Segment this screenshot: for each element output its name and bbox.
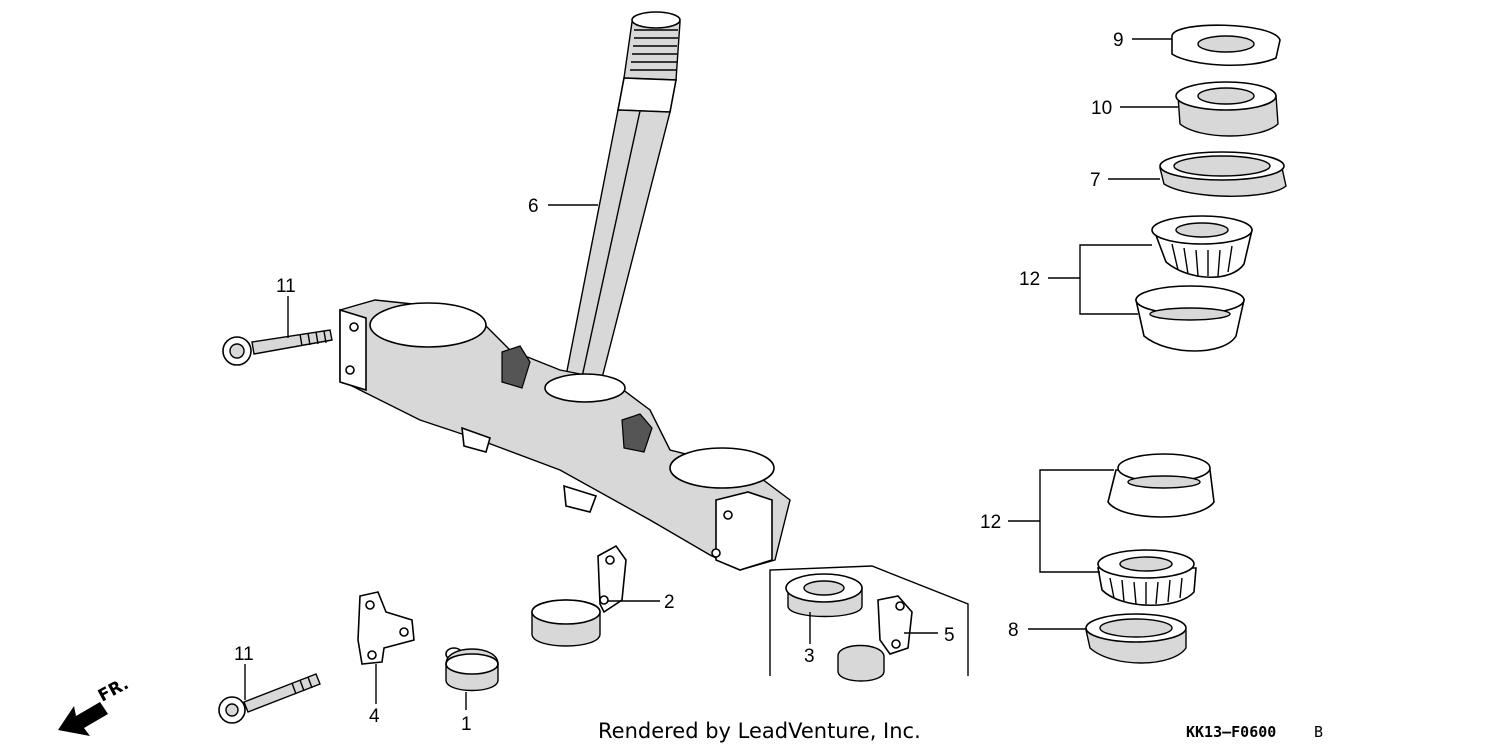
dust-seal-8-part[interactable] — [1085, 613, 1187, 664]
callout-8: 8 — [1008, 620, 1019, 641]
lock-washer-9-part[interactable] — [1171, 24, 1281, 66]
callout-10: 10 — [1091, 98, 1112, 119]
callout-1: 1 — [461, 714, 472, 735]
bearing-set-lower-12-part[interactable] — [1097, 453, 1215, 607]
leader-lines — [244, 38, 1178, 710]
callout-6: 6 — [528, 196, 539, 217]
callout-11-lower: 11 — [234, 644, 254, 665]
flange-bolt-lower-part[interactable] — [218, 673, 321, 724]
callout-12-upper: 12 — [1019, 269, 1040, 290]
callout-4: 4 — [369, 706, 380, 727]
steering-stem-part[interactable] — [565, 11, 681, 379]
callout-9: 9 — [1113, 30, 1124, 51]
callout-12-lower: 12 — [980, 512, 1001, 533]
front-direction-arrow: FR. — [58, 674, 132, 736]
diagram-suffix: B — [1314, 723, 1323, 741]
footer-credit: Rendered by LeadVenture, Inc. — [598, 719, 921, 743]
callout-11-upper: 11 — [276, 276, 296, 297]
steering-stem-nut-10-part[interactable] — [1175, 81, 1279, 137]
front-direction-label: FR. — [95, 674, 132, 706]
cable-guide-2-part[interactable] — [531, 544, 627, 647]
callout-2: 2 — [664, 592, 675, 613]
cap-1-part[interactable] — [445, 647, 499, 692]
grommet-3-part[interactable] — [785, 573, 863, 618]
callout-bracket-3-5 — [769, 565, 969, 676]
guide-5-part[interactable] — [837, 595, 913, 682]
bottom-bridge-part[interactable] — [339, 299, 791, 571]
callout-5: 5 — [944, 625, 955, 646]
bearing-set-upper-12-part[interactable] — [1135, 215, 1254, 352]
dust-seal-7-part[interactable] — [1159, 151, 1287, 197]
stay-bracket-4-part[interactable] — [357, 591, 415, 665]
diagram-code: KK13—F0600 — [1186, 723, 1276, 741]
callout-7: 7 — [1090, 170, 1101, 191]
flange-bolt-upper-part[interactable] — [222, 329, 333, 366]
callout-3: 3 — [804, 646, 815, 667]
